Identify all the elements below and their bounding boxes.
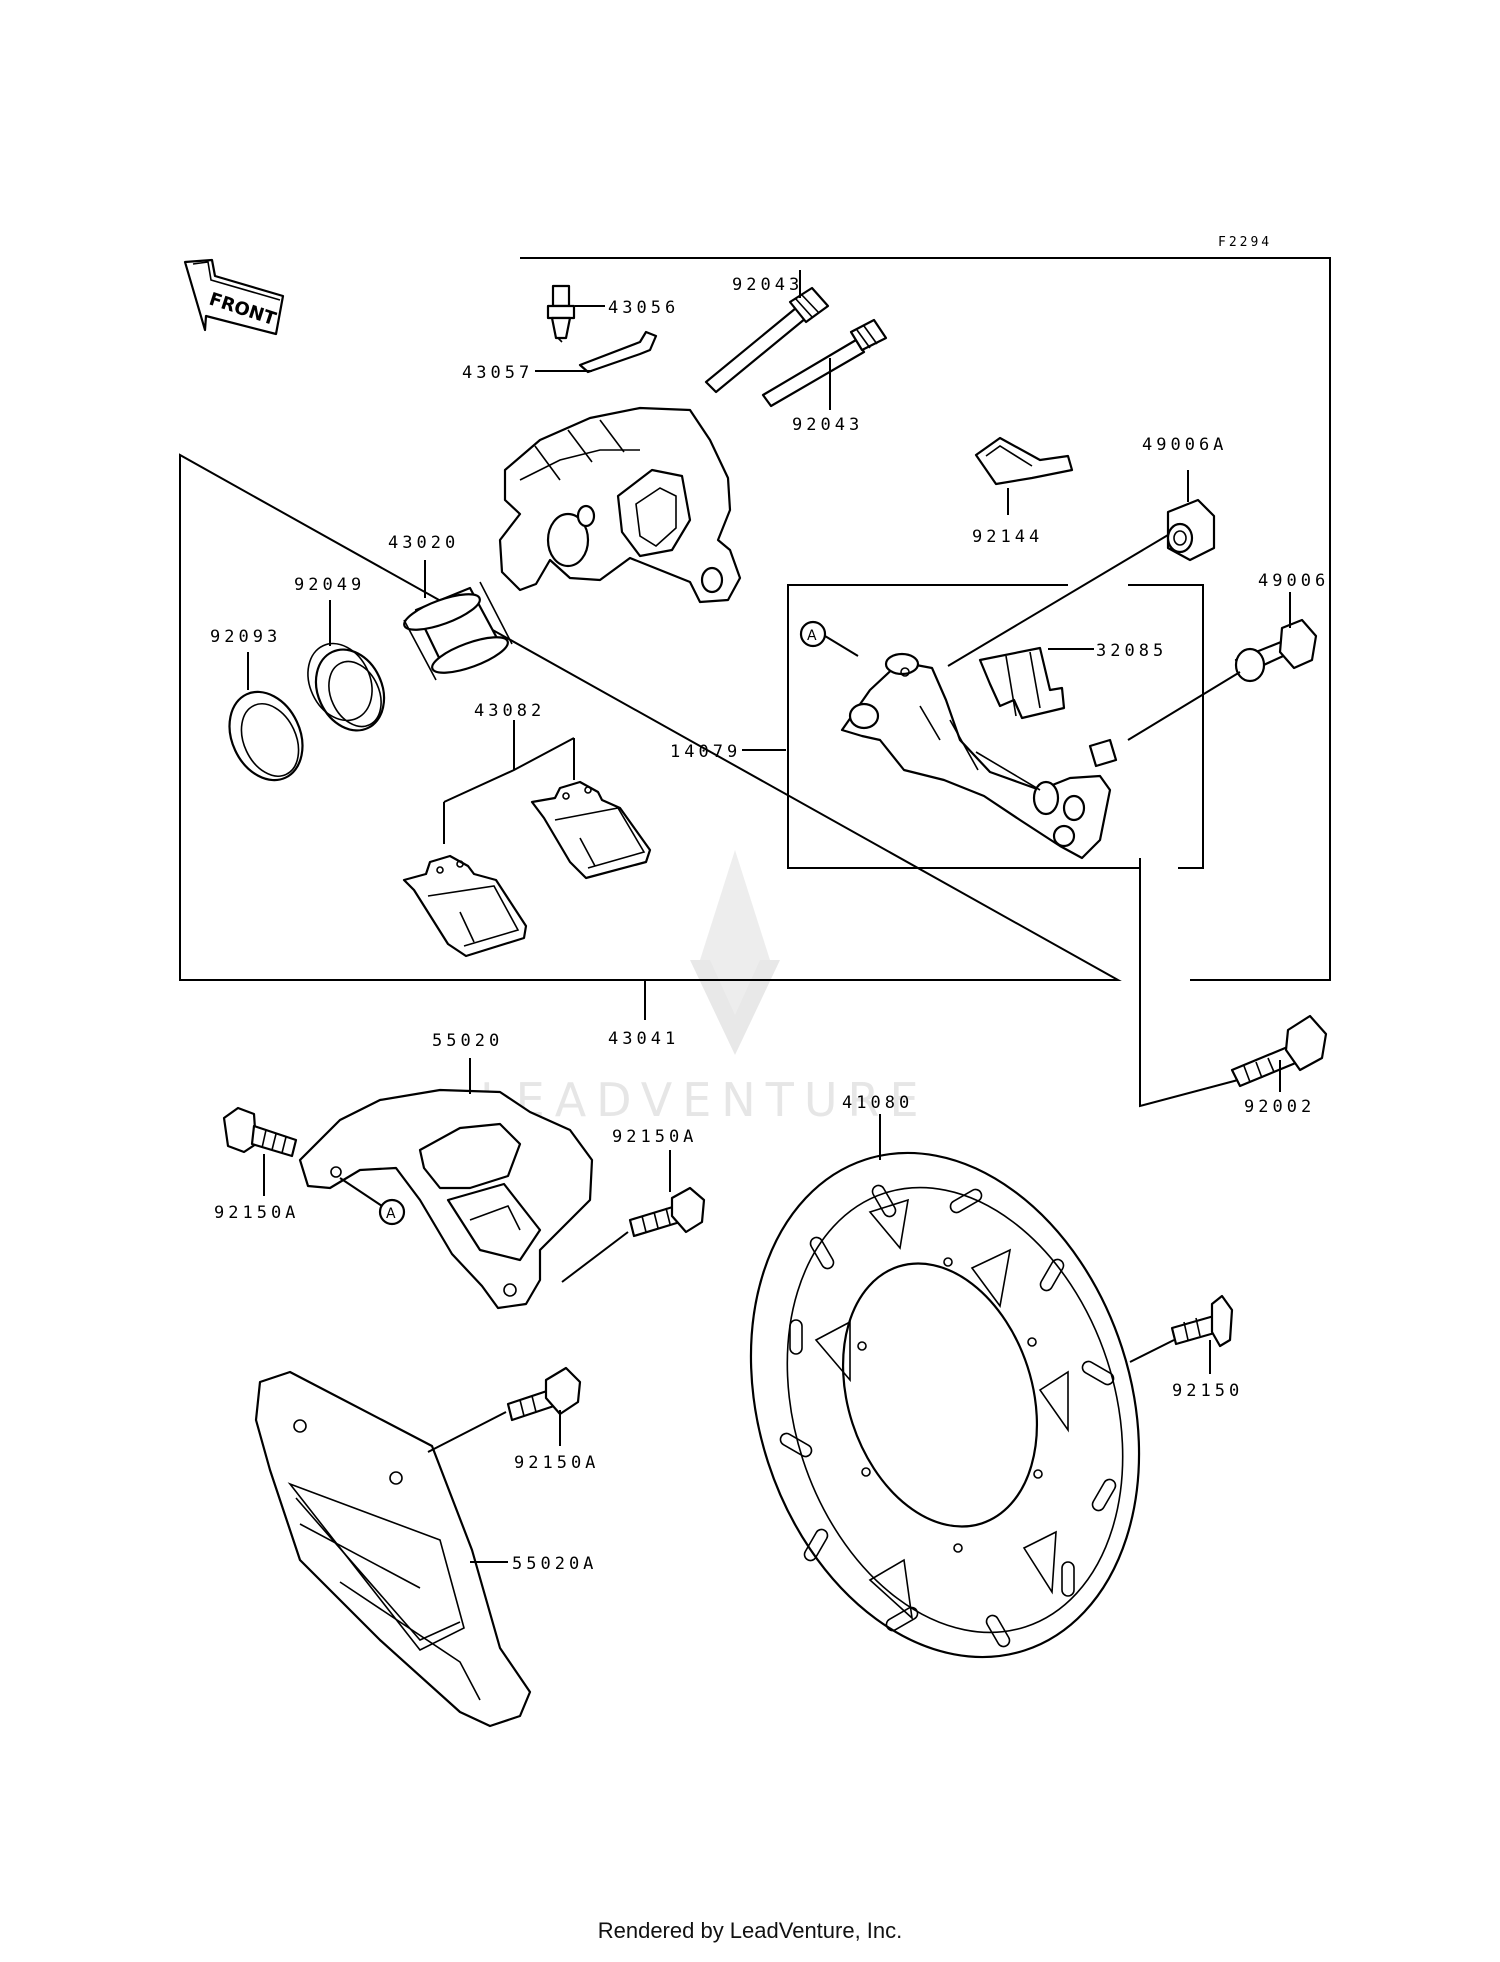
bleed-valve	[546, 284, 576, 343]
reference-code: F2294	[1218, 235, 1272, 250]
label-43056: 43056	[608, 298, 679, 318]
piston	[403, 581, 513, 681]
bracket-frame	[787, 584, 1204, 869]
label-92002: 92002	[1244, 1097, 1315, 1117]
mount-bolt-right	[628, 1186, 706, 1238]
leadventure-watermark: LEADVENTURE	[480, 850, 929, 1127]
disc-screw	[1170, 1294, 1234, 1348]
caliper-body	[498, 406, 742, 604]
ref-marker-a-top	[799, 620, 827, 648]
label-55020A: 55020A	[512, 1554, 597, 1574]
caliper-bracket	[840, 652, 1118, 860]
label-49006A: 49006A	[1142, 435, 1227, 455]
label-92093: 92093	[210, 627, 281, 647]
rubber-boot	[1166, 498, 1216, 562]
brake-disc	[749, 1151, 1141, 1659]
label-32085: 32085	[1096, 641, 1167, 661]
label-92049: 92049	[294, 575, 365, 595]
label-43082: 43082	[474, 701, 545, 721]
label-43057: 43057	[462, 363, 533, 383]
label-92144: 92144	[972, 527, 1043, 547]
bracket-pin-bolt	[1234, 618, 1318, 683]
pad-holder	[978, 646, 1066, 720]
rendered-by-footer: Rendered by LeadVenture, Inc.	[597, 1918, 903, 1943]
label-41080: 41080	[842, 1093, 913, 1113]
brake-pad-outer	[530, 780, 652, 880]
label-43020: 43020	[388, 533, 459, 553]
caliper-assembly-frame	[179, 257, 1331, 981]
slide-pin-2	[761, 318, 888, 408]
mount-bolt-left	[222, 1106, 298, 1158]
pad-spring	[974, 436, 1074, 486]
bleed-cap	[578, 330, 658, 374]
front-arrow-icon: FRONT	[183, 258, 285, 336]
bracket-bolt	[1230, 1014, 1328, 1088]
ref-marker-a-bottom-text: A	[386, 1206, 396, 1222]
piston-seal	[307, 642, 386, 732]
label-92043-a: 92043	[732, 275, 803, 295]
label-92150A-a: 92150A	[214, 1203, 299, 1223]
guard-bolt	[506, 1366, 582, 1422]
label-49006: 49006	[1258, 571, 1329, 591]
ref-marker-a-top-text: A	[807, 628, 817, 644]
disc-guard	[254, 1370, 532, 1728]
ref-marker-a-bottom	[378, 1198, 406, 1226]
label-43041: 43041	[608, 1029, 679, 1049]
label-92150A-c: 92150A	[514, 1453, 599, 1473]
dust-seal	[228, 690, 304, 782]
label-92150: 92150	[1172, 1381, 1243, 1401]
label-92043-b: 92043	[792, 415, 863, 435]
brake-pad-inner	[402, 854, 528, 958]
label-14079: 14079	[670, 742, 741, 762]
label-92150A-b: 92150A	[612, 1127, 697, 1147]
caliper-mount-bracket	[298, 1088, 594, 1310]
watermark-text: LEADVENTURE	[480, 1073, 929, 1127]
label-55020: 55020	[432, 1031, 503, 1051]
